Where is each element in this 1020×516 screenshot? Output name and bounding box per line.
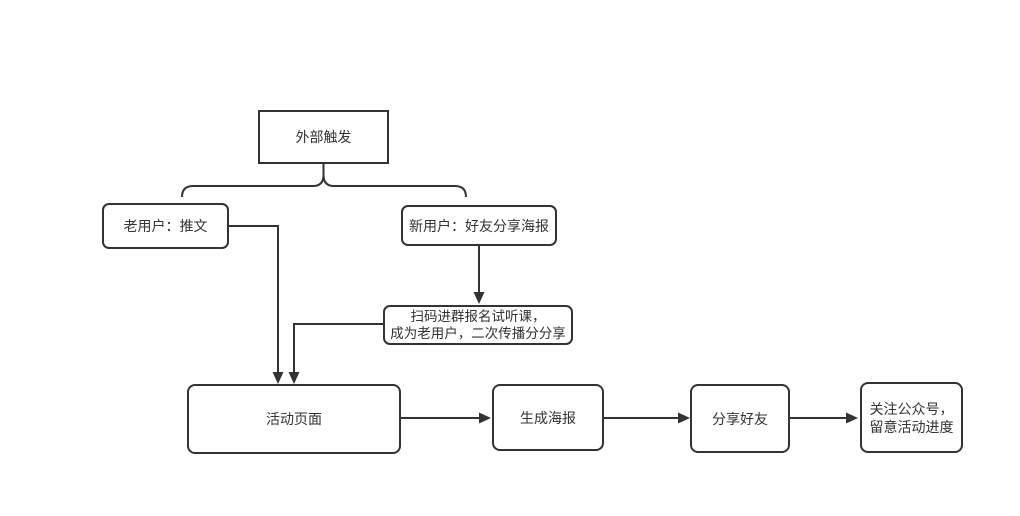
arrowhead-newuser-scancode (473, 292, 485, 304)
node-share-friends-label: 分享好友 (712, 410, 768, 427)
node-scan-code: 扫码进群报名试听课， 成为老用户，二次传播分分享 (383, 305, 573, 345)
node-generate-poster-label: 生成海报 (520, 409, 576, 426)
node-follow-account: 关注公众号， 留意活动进度 (860, 382, 963, 453)
node-old-user-label: 老用户：推文 (123, 218, 208, 234)
edge-scancode-activity (293, 323, 383, 373)
node-activity-page: 活动页面 (187, 384, 401, 454)
arrowhead-share-follow (846, 412, 858, 424)
node-generate-poster: 生成海报 (492, 384, 604, 451)
node-external-trigger-label: 外部触发 (295, 129, 352, 145)
node-external-trigger: 外部触发 (258, 110, 389, 164)
arrowhead-scancode-activity (288, 372, 300, 384)
node-share-friends: 分享好友 (690, 384, 790, 453)
node-new-user-label: 新用户：好友分享海报 (409, 217, 549, 234)
brace-connector (181, 164, 467, 198)
node-activity-page-label: 活动页面 (266, 411, 322, 427)
edge-olduser-activity (229, 225, 279, 373)
arrowhead-olduser-activity (272, 372, 284, 384)
node-follow-account-label-line2: 留意活动进度 (869, 418, 954, 435)
node-new-user: 新用户：好友分享海报 (401, 205, 557, 246)
arrowhead-poster-share (678, 412, 690, 424)
node-scan-code-label-line1: 扫码进群报名试听课， (410, 309, 546, 324)
node-follow-account-label-line1: 关注公众号， (869, 400, 954, 417)
node-old-user: 老用户：推文 (102, 203, 229, 249)
node-scan-code-label-line2: 成为老用户，二次传播分分享 (390, 326, 566, 341)
arrowhead-activity-poster (479, 412, 491, 424)
